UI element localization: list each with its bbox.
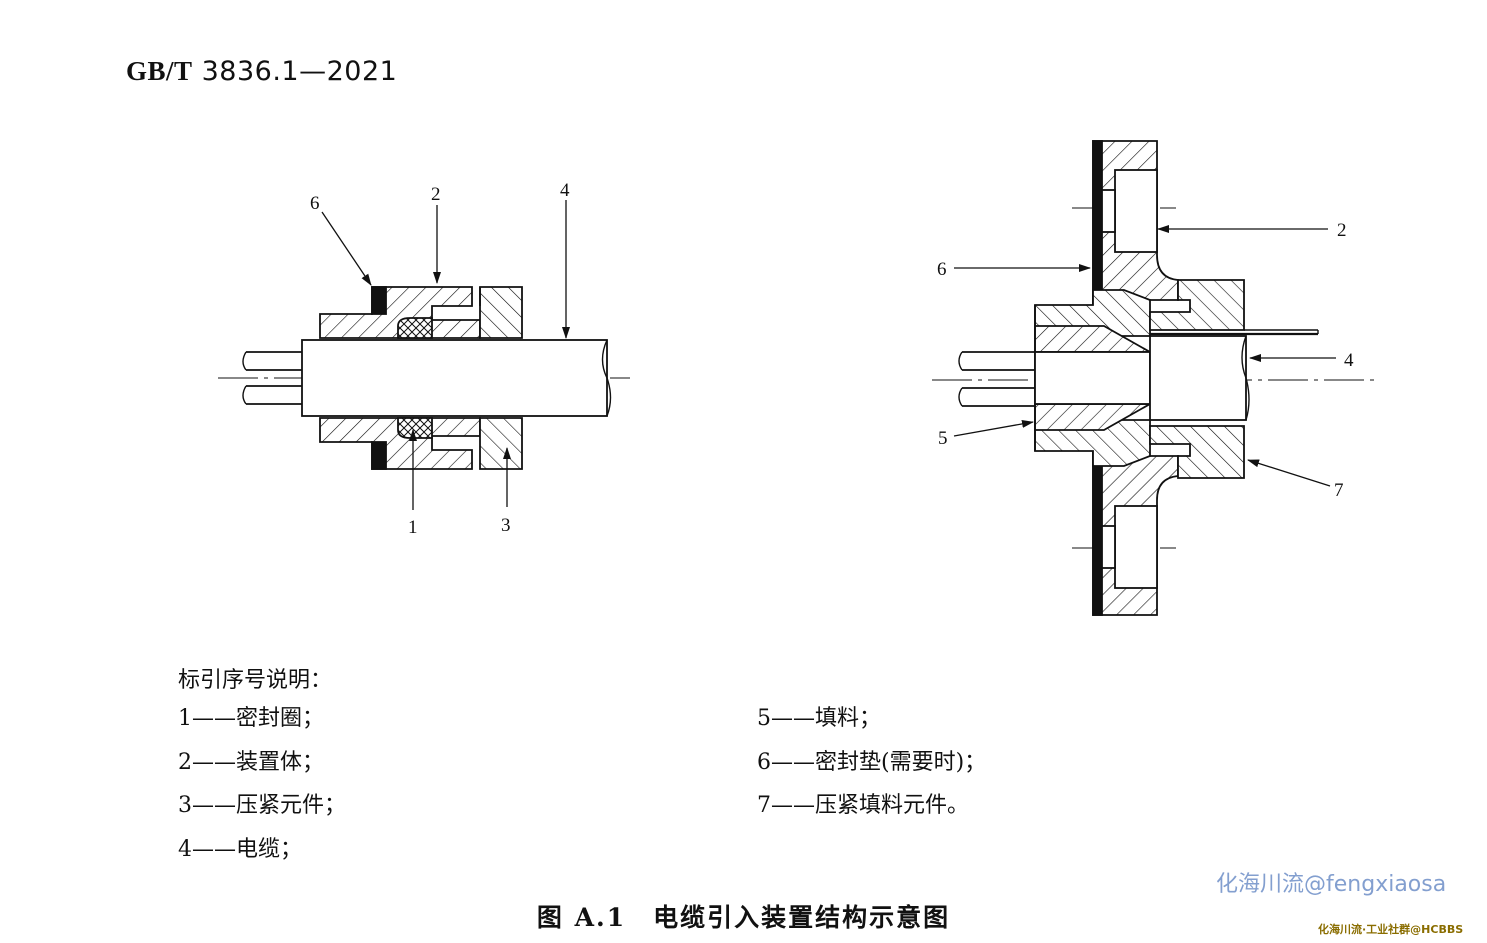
- right-label-4: 4: [1344, 350, 1354, 371]
- left-label-4: 4: [560, 180, 570, 201]
- legend-item-7: 7——压紧填料元件。: [757, 793, 969, 818]
- corner-watermark: 化海川流·工业社群@HCBBS: [1318, 923, 1464, 936]
- legend-item-1: 1——密封圈；: [178, 706, 324, 731]
- legend-item-4: 4——电缆；: [178, 836, 302, 862]
- watermark-text: 化海川流@fengxiaosa: [1216, 872, 1447, 897]
- standard-number: 3836.1—2021: [201, 56, 398, 87]
- legend-title: 标引序号说明：: [178, 668, 333, 693]
- legend-item-2: 2——装置体；: [178, 749, 324, 775]
- right-label-6: 6: [937, 259, 947, 280]
- legend-item-6: 6——密封垫(需要时)；: [757, 749, 987, 775]
- left-figure-labels: 6 2 4 1 3: [310, 180, 570, 538]
- legend-right-column: 5——填料； 6——密封垫(需要时)； 7——压紧填料元件。: [757, 697, 986, 828]
- right-label-7: 7: [1334, 480, 1344, 501]
- right-figure-labels: 2 6 4 5 7: [937, 220, 1354, 501]
- figure-caption: 图 A.1 电缆引入装置结构示意图: [536, 903, 951, 932]
- right-label-5: 5: [938, 428, 948, 449]
- legend-item-3: 3——压紧元件；: [178, 793, 346, 818]
- left-label-2: 2: [431, 184, 441, 205]
- legend-item-5: 5——填料；: [757, 706, 881, 731]
- left-label-6: 6: [310, 193, 320, 214]
- left-figure: [218, 200, 630, 510]
- legend-left-column: 1——密封圈； 2——装置体； 3——压紧元件； 4——电缆；: [178, 697, 346, 871]
- right-figure: [932, 140, 1380, 616]
- standard-prefix: GB/T: [126, 56, 193, 86]
- left-label-3: 3: [501, 515, 511, 536]
- right-label-2: 2: [1337, 220, 1347, 241]
- left-label-1: 1: [408, 517, 418, 538]
- standard-code: GB/T 3836.1—2021: [126, 56, 397, 87]
